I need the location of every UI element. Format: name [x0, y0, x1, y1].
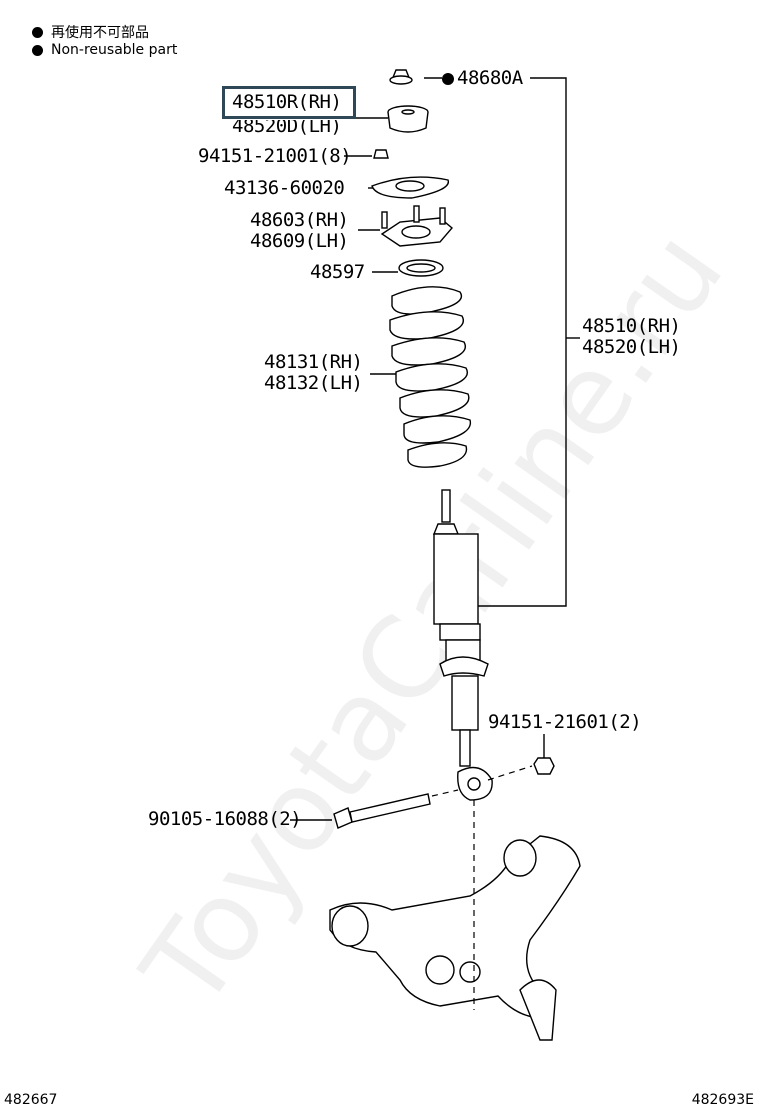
part-label-48510r[interactable]: 48510R(RH) — [232, 91, 342, 113]
bracket-48510 — [470, 77, 567, 607]
part-label-43136[interactable]: 43136-60020 — [224, 177, 345, 199]
non-reusable-dot-icon — [32, 44, 43, 56]
part-label-94151-21001[interactable]: 94151-21001(8) — [198, 145, 352, 167]
selected-part-box[interactable] — [222, 86, 356, 119]
bush-body-icon — [387, 111, 429, 133]
lower-nut-icon — [533, 757, 555, 775]
legend-en: Non-reusable part — [32, 42, 177, 58]
part-label-48597[interactable]: 48597 — [310, 261, 365, 283]
legend-en-text: Non-reusable part — [51, 42, 178, 58]
footer-right-code: 482693E — [691, 1092, 754, 1108]
part-label-48520d: 48520D(LH) — [232, 115, 342, 137]
footer-left-code: 482667 — [4, 1092, 58, 1108]
lower-arm-icon — [329, 835, 581, 1041]
coil-spring-icon — [389, 286, 472, 468]
part-label-48131[interactable]: 48131(RH) — [264, 351, 363, 373]
part-label-90105[interactable]: 90105-16088(2) — [148, 808, 302, 830]
part-number-48680a: 48680A — [457, 67, 523, 89]
bolt-shank-icon — [349, 793, 431, 823]
part-label-48520[interactable]: 48520(LH) — [582, 336, 681, 358]
non-reusable-dot-icon — [32, 26, 43, 38]
legend-jp: 再使用不可部品 — [32, 22, 149, 42]
shock-absorber-icon — [432, 489, 489, 767]
part-label-48132[interactable]: 48132(LH) — [264, 372, 363, 394]
small-nut-icon — [373, 149, 389, 159]
part-label-48680a[interactable]: 48680A — [442, 68, 523, 89]
mount-stud-icon — [381, 211, 388, 229]
part-label-48510[interactable]: 48510(RH) — [582, 315, 681, 337]
bolt-head-icon — [333, 807, 353, 829]
legend-jp-text: 再使用不可部品 — [51, 25, 149, 41]
alignment-line-nut — [487, 765, 533, 781]
part-label-48609[interactable]: 48609(LH) — [250, 230, 349, 252]
alignment-line-bolt — [431, 789, 459, 797]
part-label-94151-21601[interactable]: 94151-21601(2) — [488, 711, 642, 733]
non-reusable-dot-icon — [442, 73, 454, 85]
nut-48680a-base-icon — [389, 75, 413, 85]
part-label-48603[interactable]: 48603(RH) — [250, 209, 349, 231]
